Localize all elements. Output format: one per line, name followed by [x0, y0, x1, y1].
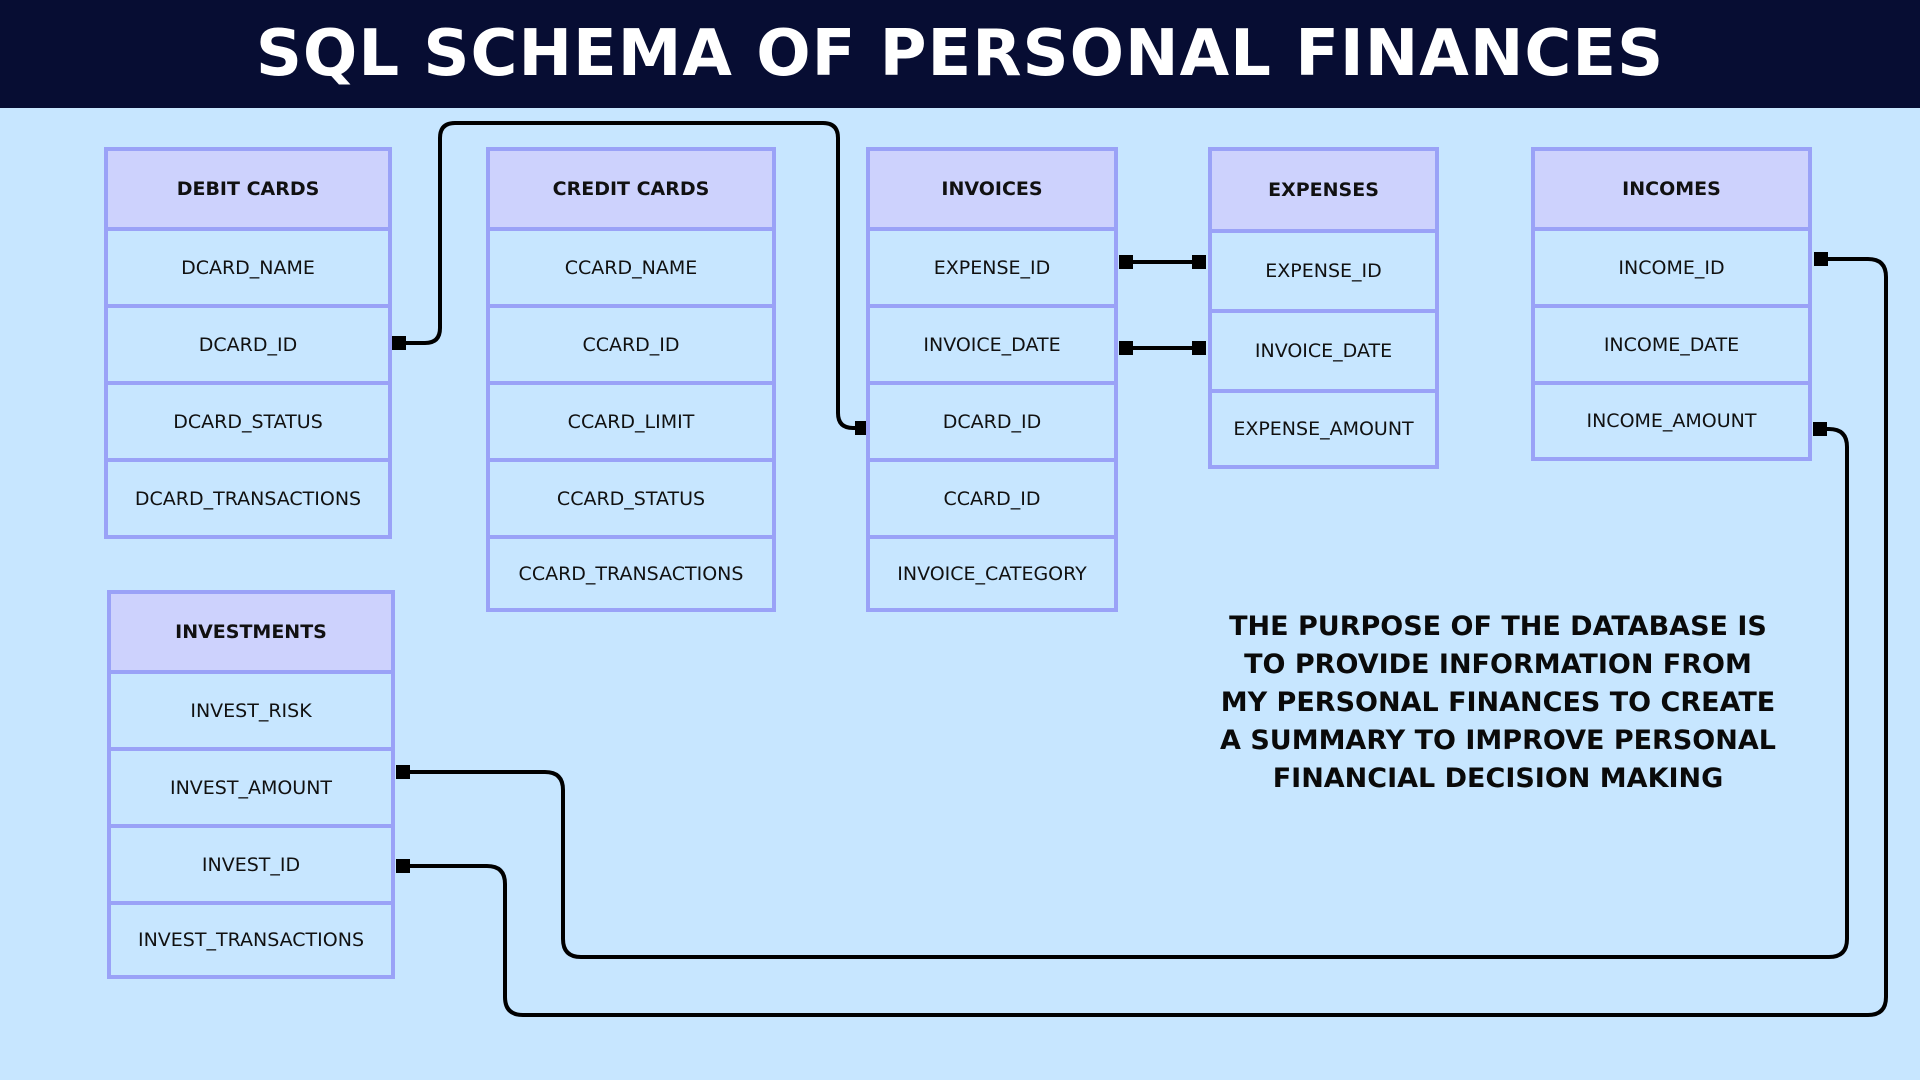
field-expense-id: EXPENSE_ID: [870, 231, 1114, 308]
field-invest-amount: INVEST_AMOUNT: [111, 751, 391, 828]
connector-endpoint: [396, 765, 410, 779]
connector-endpoint: [392, 336, 406, 350]
connector-endpoint: [1814, 252, 1828, 266]
table-header: EXPENSES: [1212, 151, 1435, 233]
page-title: SQL SCHEMA OF PERSONAL FINANCES: [255, 17, 1665, 91]
table-investments: INVESTMENTS INVEST_RISK INVEST_AMOUNT IN…: [107, 590, 395, 979]
title-bar: SQL SCHEMA OF PERSONAL FINANCES: [0, 0, 1920, 108]
table-header: INVOICES: [870, 151, 1114, 231]
field-dcard-name: DCARD_NAME: [108, 231, 388, 308]
field-ccard-transactions: CCARD_TRANSACTIONS: [518, 562, 744, 585]
field-expense-id: EXPENSE_ID: [1212, 233, 1435, 313]
field-invoice-date: INVOICE_DATE: [1212, 313, 1435, 393]
table-header: DEBIT CARDS: [108, 151, 388, 231]
field-income-id: INCOME_ID: [1535, 231, 1808, 308]
connector-endpoint: [1192, 341, 1206, 355]
field-invoice-category: INVOICE_CATEGORY: [897, 562, 1087, 585]
connector-endpoint: [1119, 255, 1133, 269]
field-ccard-id: CCARD_ID: [870, 462, 1114, 539]
field-income-date: INCOME_DATE: [1535, 308, 1808, 385]
table-header: INCOMES: [1535, 151, 1808, 231]
field-dcard-transactions: DCARD_TRANSACTIONS: [134, 488, 362, 510]
field-income-amount: INCOME_AMOUNT: [1586, 410, 1757, 432]
table-header: CREDIT CARDS: [490, 151, 772, 231]
purpose-statement: THE PURPOSE OF THE DATABASE IS TO PROVID…: [1220, 611, 1776, 794]
field-dcard-status: DCARD_STATUS: [108, 385, 388, 462]
table-expenses: EXPENSES EXPENSE_ID INVOICE_DATE EXPENSE…: [1208, 147, 1439, 469]
field-ccard-name: CCARD_NAME: [490, 231, 772, 308]
table-invoices: INVOICES EXPENSE_ID INVOICE_DATE DCARD_I…: [866, 147, 1118, 612]
field-invest-risk: INVEST_RISK: [111, 674, 391, 751]
field-ccard-limit: CCARD_LIMIT: [490, 385, 772, 462]
table-debit-cards: DEBIT CARDS DCARD_NAME DCARD_ID DCARD_ST…: [104, 147, 392, 539]
field-invest-id: INVEST_ID: [111, 828, 391, 905]
field-ccard-id: CCARD_ID: [490, 308, 772, 385]
field-ccard-status: CCARD_STATUS: [490, 462, 772, 539]
table-header: INVESTMENTS: [111, 594, 391, 674]
field-invoice-date: INVOICE_DATE: [870, 308, 1114, 385]
connector-endpoint: [1813, 422, 1827, 436]
field-invest-transactions: INVEST_TRANSACTIONS: [137, 929, 364, 951]
field-dcard-id: DCARD_ID: [108, 308, 388, 385]
field-expense-amount: EXPENSE_AMOUNT: [1233, 418, 1414, 440]
table-credit-cards: CREDIT CARDS CCARD_NAME CCARD_ID CCARD_L…: [486, 147, 776, 612]
connector-endpoint: [396, 859, 410, 873]
connector-endpoint: [1192, 255, 1206, 269]
connector-endpoint: [1119, 341, 1133, 355]
field-dcard-id: DCARD_ID: [870, 385, 1114, 462]
table-incomes: INCOMES INCOME_ID INCOME_DATE INCOME_AMO…: [1531, 147, 1812, 461]
